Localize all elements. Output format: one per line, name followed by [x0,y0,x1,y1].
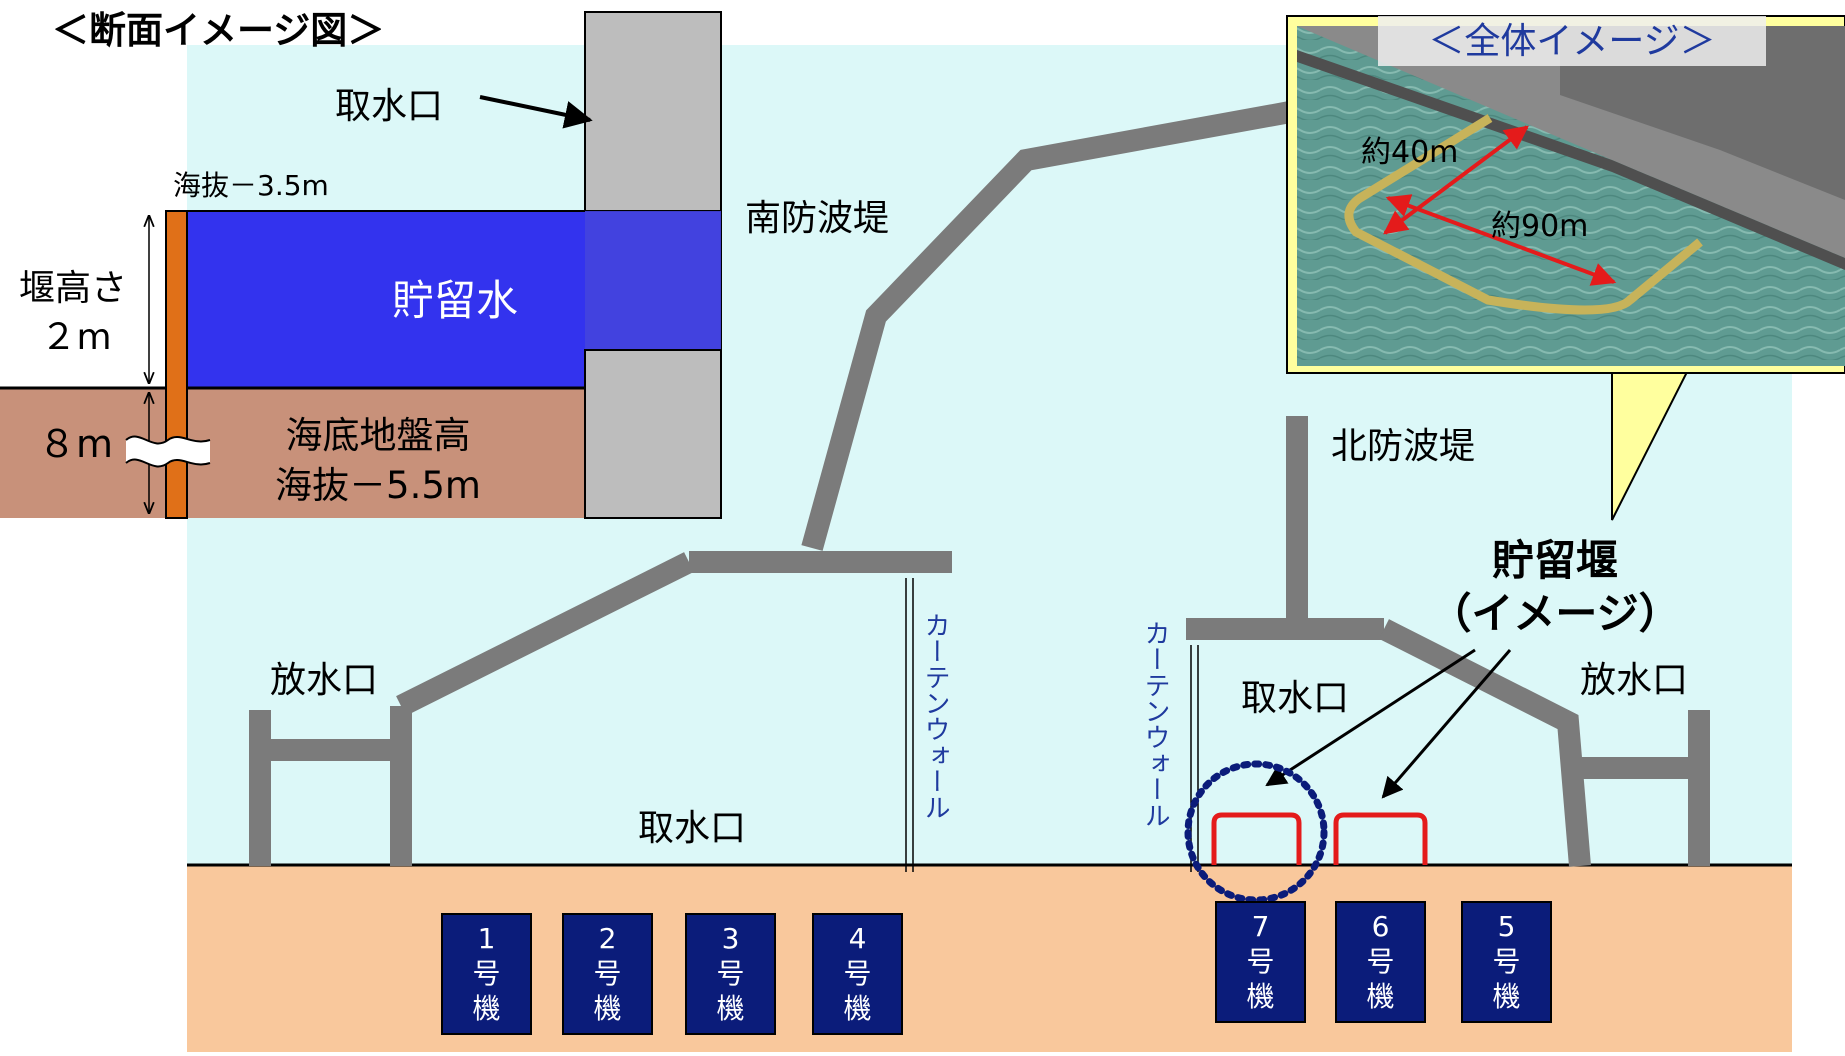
unit-4-label-char: 4 [849,922,867,955]
overview-weir-outline [1344,114,1703,315]
intake-right-label: 取水口 [1241,678,1349,719]
intake-section-arrow [479,95,593,129]
unit-3-label-char: 号 [716,957,744,990]
curtain-wall-right-label: カーテンウォール [1140,620,1170,828]
weir-height-label-2: ２m [40,317,111,358]
seabed-depth-label: ８m [38,422,113,466]
unit-1-label-char: 機 [472,992,500,1025]
unit-6-box: 6号機 [1335,901,1426,1023]
unit-5-label-char: 号 [1492,945,1520,978]
unit-6-label-char: 6 [1372,910,1390,943]
overview-width-label: 約40m [1361,135,1458,170]
overview-building [1560,26,1845,200]
unit-3-label-char: 3 [722,922,740,955]
storage-weir-unit6 [1333,812,1428,865]
unit-6-label-char: 号 [1366,945,1394,978]
weir-arrow-1 [1265,648,1476,787]
north-breakwater-label: 北防波堤 [1331,426,1475,467]
overview-quay-edge [1297,50,1845,270]
north-breakwater [1186,416,1710,867]
unit-2-label-char: 号 [593,957,621,990]
unit-4-box: 4号機 [812,913,903,1035]
unit-2-box: 2号機 [562,913,653,1035]
overview-title-plate [1378,16,1766,66]
cross-section-title: ＜断面イメージ図＞ [52,9,384,52]
unit-7-label-char: 機 [1246,980,1274,1013]
unit-6-label-char: 機 [1366,980,1394,1013]
weir-arrow-2 [1381,649,1512,799]
highlight-circle [1184,760,1328,904]
stored-water-at-intake [585,211,721,350]
unit-7-label-char: 号 [1246,945,1274,978]
unit-5-rect [1461,901,1552,1023]
sea-level-label: 海抜－3.5m [173,169,329,202]
overview-length-arrow [1385,194,1617,286]
unit-7-rect [1215,901,1306,1023]
south-breakwater-label: 南防波堤 [745,198,889,239]
curtain-wall-left-label: カーテンウォール [920,612,950,820]
seabed [0,388,585,518]
unit-7-label-char: 7 [1252,910,1270,943]
unit-2-label-char: 2 [599,922,617,955]
unit-4-label-char: 号 [843,957,871,990]
stored-water-label: 貯留水 [392,276,518,325]
storage-weir-unit7 [1211,812,1302,865]
unit-5-box: 5号機 [1461,901,1552,1023]
unit-3-rect [685,913,776,1035]
unit-5-label-char: 機 [1492,980,1520,1013]
unit-4-rect [812,913,903,1035]
intake-section-label: 取水口 [335,86,443,127]
unit-3-label-char: 機 [716,992,744,1025]
unit-2-rect [562,913,653,1035]
outlet-left-label: 放水口 [270,660,378,701]
south-breakwater [249,101,1292,866]
overview-title: ＜全体イメージ＞ [1428,21,1715,62]
weir-label-title: 貯留堰 [1492,536,1618,585]
intake-left-label: 取水口 [638,808,746,849]
seabed-label-2: 海抜－5.5m [275,464,481,507]
unit-6-rect [1335,901,1426,1023]
outlet-right-label: 放水口 [1580,660,1688,701]
unit-5-label-char: 5 [1498,910,1516,943]
unit-2-label-char: 機 [593,992,621,1025]
break-symbol-line-2 [125,458,211,468]
break-symbol-line-1 [125,435,211,445]
overview-length-label: 約90m [1491,209,1588,244]
unit-1-label-char: 1 [478,922,496,955]
unit-1-rect [441,913,532,1035]
weir-label-image: （イメージ） [1429,589,1680,638]
intake-structure-lower [584,349,722,519]
unit-1-box: 1号機 [441,913,532,1035]
unit-3-box: 3号機 [685,913,776,1035]
unit-4-label-char: 機 [843,992,871,1025]
seabed-label-1: 海底地盤高 [286,414,471,457]
unit-1-label-char: 号 [472,957,500,990]
curtain-wall-left-lines [905,578,914,872]
weir-height-label-1: 堰高さ [19,268,127,309]
weir-pile [165,210,188,519]
break-symbol [126,436,210,467]
unit-7-box: 7号機 [1215,901,1306,1023]
